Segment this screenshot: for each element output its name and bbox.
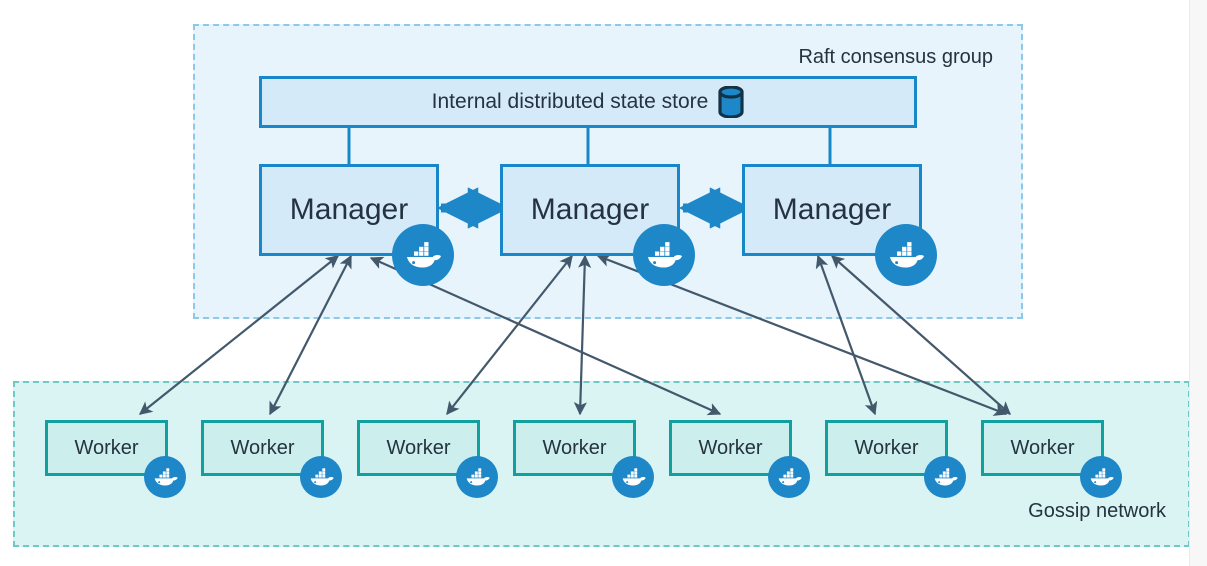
manager-node-2[interactable]: Manager	[500, 164, 680, 256]
manager-node-3[interactable]: Manager	[742, 164, 922, 256]
page-edge-strip	[1189, 0, 1207, 566]
docker-whale-icon	[768, 456, 810, 498]
docker-whale-icon	[144, 456, 186, 498]
worker-node-label: Worker	[230, 436, 295, 459]
worker-node-1[interactable]: Worker	[45, 420, 168, 476]
worker-node-4[interactable]: Worker	[513, 420, 636, 476]
docker-whale-icon	[875, 224, 937, 286]
docker-whale-icon	[300, 456, 342, 498]
internal-state-store-node[interactable]: Internal distributed state store	[259, 76, 917, 128]
docker-whale-icon	[924, 456, 966, 498]
state-store-label: Internal distributed state store	[431, 90, 709, 113]
worker-node-label: Worker	[854, 436, 919, 459]
worker-node-2[interactable]: Worker	[201, 420, 324, 476]
docker-whale-icon	[612, 456, 654, 498]
manager-node-label: Manager	[772, 193, 892, 226]
worker-node-label: Worker	[542, 436, 607, 459]
worker-node-label: Worker	[698, 436, 763, 459]
database-cylinder-icon	[718, 86, 744, 118]
raft-consensus-group-label: Raft consensus group	[798, 46, 993, 68]
worker-node-label: Worker	[386, 436, 451, 459]
docker-whale-icon	[633, 224, 695, 286]
manager-node-1[interactable]: Manager	[259, 164, 439, 256]
docker-whale-icon	[456, 456, 498, 498]
manager-node-label: Manager	[530, 193, 650, 226]
gossip-network-group-label: Gossip network	[1028, 500, 1166, 522]
worker-node-label: Worker	[1010, 436, 1075, 459]
docker-whale-icon	[392, 224, 454, 286]
worker-node-label: Worker	[74, 436, 139, 459]
manager-node-label: Manager	[289, 193, 409, 226]
docker-whale-icon	[1080, 456, 1122, 498]
